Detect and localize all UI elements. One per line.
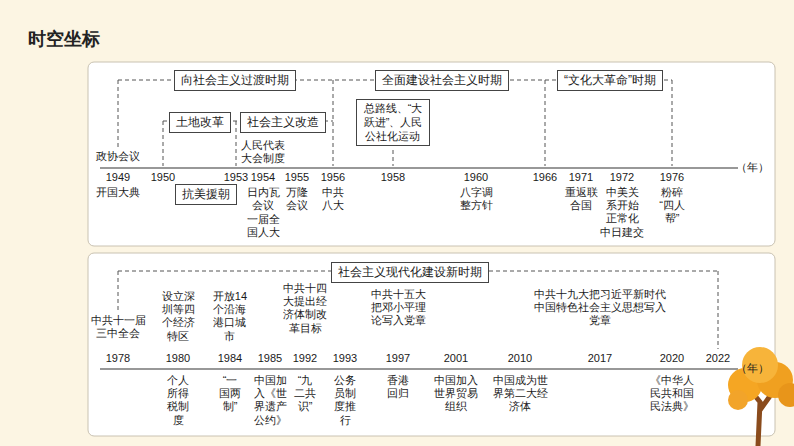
event-label: 中共八大 bbox=[321, 186, 345, 212]
event-label: 中日建交 bbox=[599, 226, 645, 239]
event-label: 设立深圳等四个经济特区 bbox=[161, 290, 196, 343]
year-label: 1950 bbox=[151, 171, 175, 184]
event-label: 中国加入世界贸易组织 bbox=[433, 374, 479, 414]
period-box: “文化大革命”时期 bbox=[557, 70, 663, 91]
year-label: 2017 bbox=[588, 352, 612, 365]
event-label: 政协会议 bbox=[90, 150, 147, 163]
box-text: 社会主义改造 bbox=[247, 115, 319, 130]
period-box: 总路线、“大跃进”、人民公社化运动 bbox=[356, 99, 429, 146]
year-label: 2022 bbox=[706, 352, 730, 365]
event-label: 一届全国人大 bbox=[246, 213, 281, 239]
year-label: 1958 bbox=[381, 171, 405, 184]
year-label: 1955 bbox=[285, 171, 309, 184]
year-label: 1976 bbox=[660, 171, 684, 184]
event-label: 公务员制度推行 bbox=[333, 374, 357, 427]
period-box: 抗美援朝 bbox=[175, 184, 237, 205]
tree-decoration bbox=[728, 347, 794, 446]
event-label: 重返联合国 bbox=[564, 186, 599, 212]
year-label: （年） bbox=[736, 161, 769, 174]
event-label: 《中华人民共和国民法典》 bbox=[649, 374, 695, 414]
period-box: 全面建设社会主义时期 bbox=[375, 70, 509, 91]
year-label: 1953 bbox=[224, 171, 248, 184]
box-text: 土地改革 bbox=[176, 115, 224, 130]
year-label: 1978 bbox=[106, 352, 130, 365]
event-label: 中共十一届三中全会 bbox=[90, 314, 147, 340]
year-label: 2010 bbox=[508, 352, 532, 365]
event-label: 日内瓦会议 bbox=[246, 186, 281, 212]
event-label: “九二共识” bbox=[293, 374, 317, 414]
event-label: 开放14个沿海港口城市 bbox=[210, 290, 249, 343]
event-label: 香港回归 bbox=[386, 374, 410, 400]
period-bracket bbox=[118, 80, 718, 349]
event-label: 八字调整方针 bbox=[459, 186, 494, 212]
box-text: 社会主义现代化建设新时期 bbox=[338, 265, 482, 280]
year-label: 1956 bbox=[321, 171, 345, 184]
year-label: （年） bbox=[736, 362, 769, 375]
year-label: 1966 bbox=[533, 171, 557, 184]
period-box: 社会主义改造 bbox=[240, 112, 326, 133]
event-label: 中共十五大把邓小平理论写入党章 bbox=[370, 288, 427, 328]
year-label: 1960 bbox=[464, 171, 488, 184]
box-text: 总路线、“大跃进”、人民公社化运动 bbox=[363, 102, 422, 143]
event-label: 人民代表大会制度 bbox=[240, 139, 286, 165]
year-label: 2001 bbox=[444, 352, 468, 365]
year-label: 1993 bbox=[333, 352, 357, 365]
panel bbox=[88, 253, 775, 436]
box-text: 全面建设社会主义时期 bbox=[382, 73, 502, 88]
event-label: 中美关系开始正常化 bbox=[605, 186, 640, 226]
box-text: 抗美援朝 bbox=[182, 187, 230, 202]
panel bbox=[88, 62, 775, 246]
year-label: 1972 bbox=[610, 171, 634, 184]
event-label: 中国加入《世界遗产公约》 bbox=[253, 374, 288, 427]
box-text: 向社会主义过渡时期 bbox=[181, 73, 289, 88]
year-label: 1949 bbox=[106, 171, 130, 184]
event-label: 粉碎“四人帮” bbox=[655, 186, 690, 226]
year-label: 1984 bbox=[218, 352, 242, 365]
period-box: 土地改革 bbox=[169, 112, 231, 133]
event-label: 个人所得税制度 bbox=[166, 374, 190, 427]
event-label: “一国两制” bbox=[218, 374, 242, 414]
time-axis bbox=[100, 167, 738, 168]
box-text: “文化大革命”时期 bbox=[564, 73, 656, 88]
year-label: 1985 bbox=[258, 352, 282, 365]
year-label: 1997 bbox=[386, 352, 410, 365]
year-label: 1954 bbox=[251, 171, 275, 184]
event-label: 中共十九大把习近平新时代中国特色社会主义思想写入党章 bbox=[533, 288, 667, 328]
year-label: 1980 bbox=[166, 352, 190, 365]
event-label: 中共十四大提出经济体制改革目标 bbox=[282, 282, 328, 335]
period-box: 向社会主义过渡时期 bbox=[174, 70, 296, 91]
year-label: 2020 bbox=[660, 352, 684, 365]
period-box: 社会主义现代化建设新时期 bbox=[331, 262, 489, 283]
event-label: 中国成为世界第二大经济体 bbox=[492, 374, 549, 414]
time-axis bbox=[100, 368, 738, 369]
event-label: 万隆会议 bbox=[285, 186, 309, 212]
year-label: 1971 bbox=[569, 171, 593, 184]
page-title: 时空坐标 bbox=[28, 27, 100, 51]
event-label: 开国大典 bbox=[90, 186, 147, 199]
year-label: 1992 bbox=[293, 352, 317, 365]
